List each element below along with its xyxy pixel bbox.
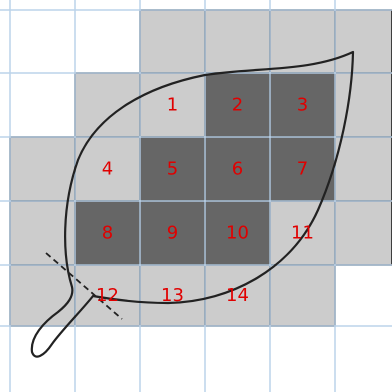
cell-label-6: 6 [232,159,243,180]
cell-label-11: 11 [291,223,314,244]
grid-cell-light-r3-c5 [335,201,392,265]
grid-cell-light-r2-c5 [335,137,392,201]
cell-label-10: 10 [226,223,249,244]
cell-label-4: 4 [102,159,113,180]
cell-label-1: 1 [167,95,178,116]
cell-label-9: 9 [167,223,178,244]
grid-cell-light-r1-c1 [75,73,140,137]
cell-label-14: 14 [226,285,249,306]
grid-cell-light-r0-c3 [205,10,270,73]
cell-label-13: 13 [161,285,184,306]
grid-cell-light-r4-c4 [270,265,335,326]
grid-cell-light-r0-c2 [140,10,205,73]
grid-cell-light-r4-c0 [10,265,75,326]
cell-label-8: 8 [102,223,113,244]
cell-label-7: 7 [297,159,308,180]
cell-label-5: 5 [167,159,178,180]
grid-cell-light-r0-c4 [270,10,335,73]
cell-label-3: 3 [297,95,308,116]
grid-cell-light-r2-c0 [10,137,75,201]
cell-label-12: 12 [96,285,119,306]
grid-cell-light-r0-c5 [335,10,392,73]
cell-label-2: 2 [232,95,243,116]
